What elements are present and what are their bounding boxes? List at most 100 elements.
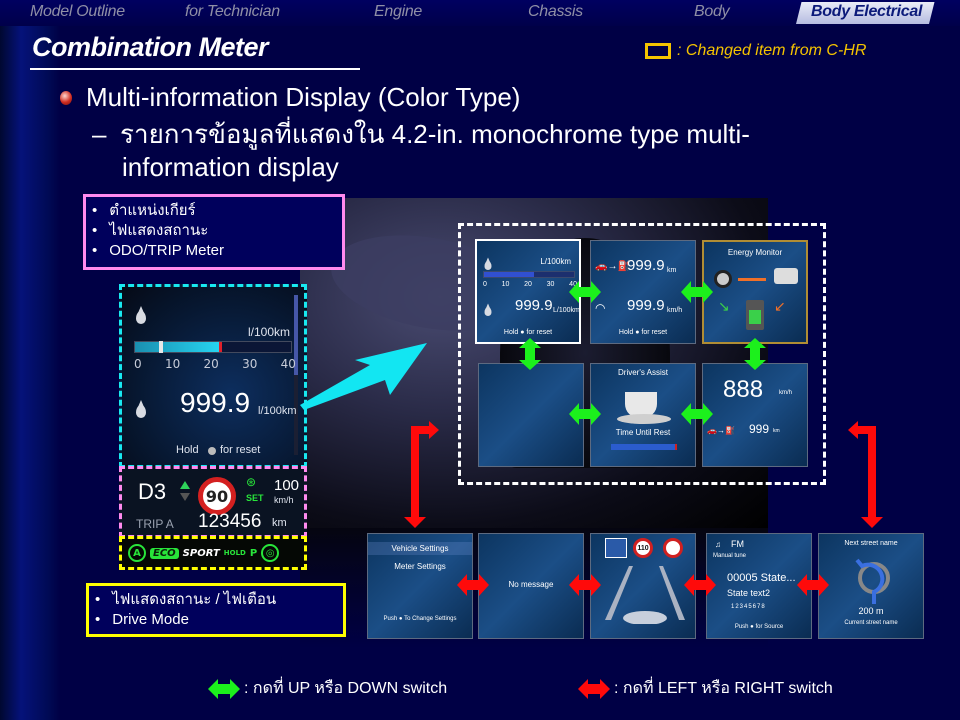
cruise-set-label: SET (246, 493, 264, 503)
s5-title: Driver's Assist (618, 368, 668, 377)
changed-box-icon (645, 43, 671, 59)
scale-tick: 20 (203, 357, 219, 371)
set-speed-unit: km/h (274, 495, 294, 505)
top-nav: Model Outline for Technician Engine Chas… (0, 0, 960, 26)
motorway-sign-icon (605, 538, 627, 558)
tick: 20 (524, 281, 532, 288)
rest-progress-bar (611, 444, 677, 450)
auto-stop-indicator: A (128, 544, 146, 562)
meter-unit: l/100km (258, 405, 297, 417)
meter-value: 999.9 (180, 387, 251, 418)
for-source-label: for Source (755, 624, 784, 630)
nav-for-technician[interactable]: for Technician (185, 3, 280, 20)
s1-hold-reset: Hold ● for reset (503, 329, 553, 336)
b5-current: Current street name (844, 620, 898, 626)
tick: 30 (546, 281, 555, 288)
lane-right (659, 566, 685, 620)
s6-speed: 888 (723, 376, 764, 403)
fuel-drop-icon (484, 257, 492, 271)
meter-unit-top: l/100km (247, 325, 290, 339)
s6-range: 999 (749, 422, 770, 436)
nav-chassis[interactable]: Chassis (528, 3, 583, 20)
s1-bar (483, 271, 575, 278)
display-group-border (458, 223, 826, 485)
left-edge-shade (0, 0, 60, 720)
subheading: –รายการข้อมูลที่แสดงใน 4.2-in. monochrom… (92, 118, 912, 184)
scroll-thumb (294, 295, 298, 375)
screen-energy-monitor: Energy Monitor ↘ ↙ (702, 240, 808, 344)
nav-body-electrical[interactable]: Body Electrical (796, 2, 935, 24)
s2-range: 999.9 (627, 257, 665, 274)
b2-msg: No message (508, 580, 554, 589)
meter-display: l/100km 0 10 20 30 40 999.9 l/100km Hold… (119, 284, 307, 570)
callout-item: ODO/TRIP Meter (92, 241, 336, 261)
tick: 0 (483, 281, 487, 288)
tick: 10 (501, 281, 510, 288)
fuel-scale: 0 10 20 30 40 (134, 357, 296, 371)
tick: 40 (569, 281, 577, 288)
odo-value: 123456 (198, 511, 262, 532)
roundabout-icon (855, 558, 890, 604)
button-dot-icon (208, 447, 216, 455)
meter-fuel-section: l/100km 0 10 20 30 40 999.9 l/100km Hold… (119, 284, 307, 468)
car-fuel-icon: 🚗→⛽ (595, 261, 630, 272)
s6-range-unit: km (773, 428, 780, 434)
bullet-icon (60, 90, 72, 105)
set-speed: 100 (274, 477, 300, 494)
s6-speed-unit: km/h (779, 390, 793, 396)
lane-left (605, 566, 633, 620)
screen-range-speed: 🚗→⛽ 999.9 km ◠ 999.9 km/h Hold ● for res… (590, 240, 696, 344)
speed-limit-value: 90 (205, 486, 229, 506)
nav-model-outline[interactable]: Model Outline (30, 3, 125, 20)
heading-bullet: Multi-information Display (Color Type) (60, 82, 520, 113)
screen-road-signs: 110 (590, 533, 696, 639)
callout-item: Drive Mode (95, 610, 337, 630)
parking-indicator: P (249, 547, 258, 559)
fuel-bar-red-marker (218, 342, 222, 352)
s2-speed: 999.9 (627, 297, 665, 314)
car-fuel-icon: 🚗→⛽ (707, 426, 735, 435)
meter-gear-odo-section: D3 90 SET ⊛ 100 km/h TRIP A 123456 km (119, 466, 307, 538)
scale-tick: 10 (164, 357, 181, 371)
for-reset-label: for reset (220, 444, 261, 456)
b4-presets: 12345678 (731, 604, 766, 610)
subheading-line2: information display (122, 152, 339, 182)
eco-mode-indicator: ECO (150, 547, 179, 559)
s1-scale: 0 10 20 30 40 (483, 281, 577, 288)
legend-changed-item: : Changed item from C-HR (645, 42, 866, 60)
steering-wheel-icon: ◎ (261, 544, 280, 562)
engine-icon (774, 268, 798, 284)
s2-speed-unit: km/h (667, 307, 683, 314)
shift-down-icon (180, 493, 190, 501)
trip-label: TRIP A (136, 517, 174, 531)
sport-mode-indicator: SPORT (182, 547, 220, 559)
screen-speed-range: 888 km/h 🚗→⛽ 999 km (702, 363, 808, 467)
scrollbar (294, 295, 298, 455)
b4-text2: State text2 (727, 588, 771, 598)
fuel-drop-icon (484, 303, 492, 317)
s2-range-unit: km (667, 267, 677, 274)
b4-band: FM (731, 539, 744, 549)
battery-level (749, 310, 761, 324)
callout-item: ตำแหน่งเกียร์ (92, 201, 336, 221)
callout-item: ไฟแสดงสถานะ (92, 221, 336, 241)
hold-label: Hold (176, 444, 199, 456)
b4-mode: Manual tune (713, 553, 747, 559)
nav-body[interactable]: Body (694, 3, 730, 20)
b4-station: 00005 State... (727, 572, 796, 584)
legend-up-down: : กดที่ UP หรือ DOWN switch (208, 676, 447, 701)
flow-arrow-orange (738, 278, 766, 281)
s5-caption: Time Until Rest (615, 428, 671, 437)
car-shape (623, 611, 667, 624)
legend-up-down-text: : กดที่ UP หรือ DOWN switch (244, 680, 448, 697)
s3-title: Energy Monitor (727, 248, 783, 257)
legend-left-right-text: : กดที่ LEFT หรือ RIGHT switch (614, 680, 833, 697)
dash-icon: – (92, 119, 107, 149)
fuel-drop-icon (136, 306, 146, 324)
nav-engine[interactable]: Engine (374, 3, 423, 20)
coffee-cup-icon (617, 392, 671, 426)
music-icon: ♫ (715, 540, 721, 549)
callout-gear-status-odo: ตำแหน่งเกียร์ ไฟแสดงสถานะ ODO/TRIP Meter (83, 194, 345, 270)
fuel-drop-icon (136, 400, 146, 418)
